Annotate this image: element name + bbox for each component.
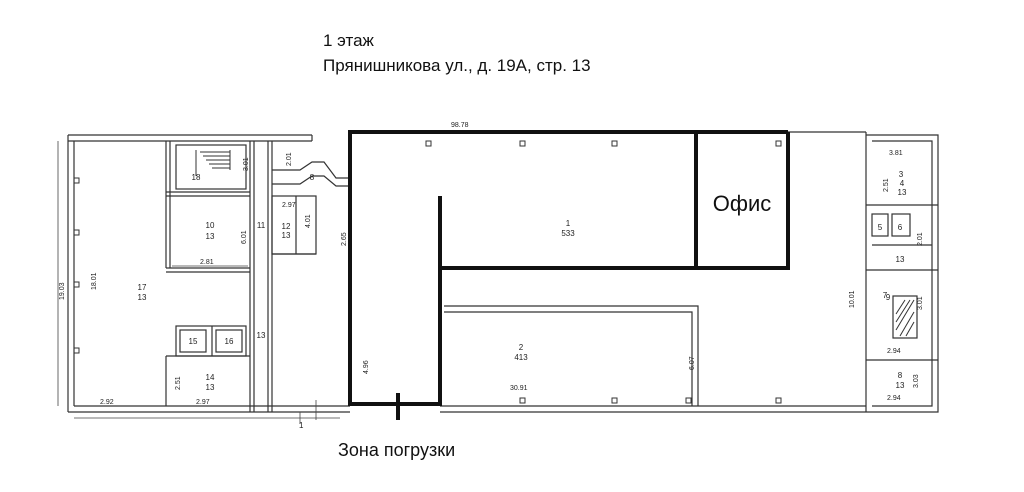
dim-stair-side: 3.01 — [243, 157, 250, 171]
room-6-area: 13 — [896, 255, 905, 264]
room-1-area: 533 — [561, 229, 575, 238]
dim-right-side: 10.01 — [849, 290, 856, 308]
office-label: Офис — [713, 191, 772, 216]
dim-wc-bottom: 2.97 — [196, 399, 210, 406]
room-10-area: 13 — [206, 232, 215, 241]
dim-corr-side: 2.65 — [341, 232, 348, 246]
axis-mark: 1 — [299, 421, 304, 430]
dim-left-bottom: 2.92 — [100, 399, 114, 406]
room-labels: 1 533 2 413 3 4 13 5 6 13 7 8 13 9 10 13… — [138, 170, 907, 392]
dim-r7-side: 3.01 — [917, 296, 924, 310]
floor-title: 1 этаж — [323, 31, 374, 50]
dim-room10-bottom: 2.81 — [200, 259, 214, 266]
room-16-number: 16 — [225, 337, 234, 346]
room-14-number: 14 — [206, 373, 215, 382]
overall-height-dim: 19.03 — [59, 282, 66, 300]
dim-room10-side: 6.01 — [241, 230, 248, 244]
dim-r9-bottom: 2.94 — [887, 395, 901, 402]
room-12-number: 12 — [282, 222, 291, 231]
room-10-number: 10 — [206, 221, 215, 230]
plan-header: 1 этаж Прянишникова ул., д. 19А, стр. 13 — [323, 28, 591, 78]
room-8-corridor: 8 — [310, 173, 315, 182]
room-8-number: 8 — [898, 371, 903, 380]
room-17-area: 13 — [138, 293, 147, 302]
inner-walls — [165, 141, 938, 412]
dimension-labels: 98.78 2.92 2.97 2.81 2.97 30.91 3.81 2.9… — [100, 122, 903, 430]
highlighted-walls — [348, 130, 790, 420]
address-title: Прянишникова ул., д. 19А, стр. 13 — [323, 56, 591, 75]
dimension-lines — [57, 141, 340, 424]
dim-r3-top: 3.81 — [889, 150, 903, 157]
dim-main-lower: 4.96 — [363, 360, 370, 374]
room-5-number: 5 — [878, 223, 883, 232]
dim-r4-side: 2.51 — [883, 178, 890, 192]
columns — [73, 140, 782, 404]
room-13-number: 13 — [257, 331, 266, 340]
room-1-number: 1 — [566, 219, 571, 228]
dim-corr-top: 2.01 — [286, 152, 293, 166]
room-4-number: 4 — [900, 179, 905, 188]
room-14-area: 13 — [206, 383, 215, 392]
loading-zone-label: Зона погрузки — [338, 440, 455, 460]
dim-room12-side: 4.01 — [305, 214, 312, 228]
room-2-number: 2 — [519, 343, 524, 352]
dim-r9-side: 3.03 — [913, 374, 920, 388]
dim-r8-bottom: 2.94 — [887, 348, 901, 355]
room-4-area: 13 — [898, 188, 907, 197]
dim-hall2-side: 6.07 — [689, 356, 696, 370]
room-9-number: 9 — [886, 293, 891, 302]
dim-r5-side: 2.01 — [917, 232, 924, 246]
room-3-number: 3 — [899, 170, 904, 179]
room-6-number: 6 — [898, 223, 903, 232]
dim-left-inner: 18.01 — [91, 272, 98, 290]
room-15-number: 15 — [189, 337, 198, 346]
room-17-number: 17 — [138, 283, 147, 292]
staircase-icon — [195, 150, 915, 337]
room-7-number: 7 — [883, 291, 888, 300]
dim-small-v: 2.51 — [175, 376, 182, 390]
room-18-number: 18 — [192, 173, 201, 182]
dim-hall2-width: 30.91 — [510, 385, 528, 392]
dimension-labels-vertical: 19.03 18.01 6.01 3.01 2.01 4.01 2.65 2.5… — [59, 152, 924, 390]
room-2-area: 413 — [514, 353, 528, 362]
dim-room12-top: 2.97 — [282, 202, 296, 209]
room-9-area: 13 — [896, 381, 905, 390]
room-12-area: 13 — [282, 231, 291, 240]
room-11-number: 11 — [257, 221, 266, 230]
overall-width-dim: 98.78 — [451, 122, 469, 129]
